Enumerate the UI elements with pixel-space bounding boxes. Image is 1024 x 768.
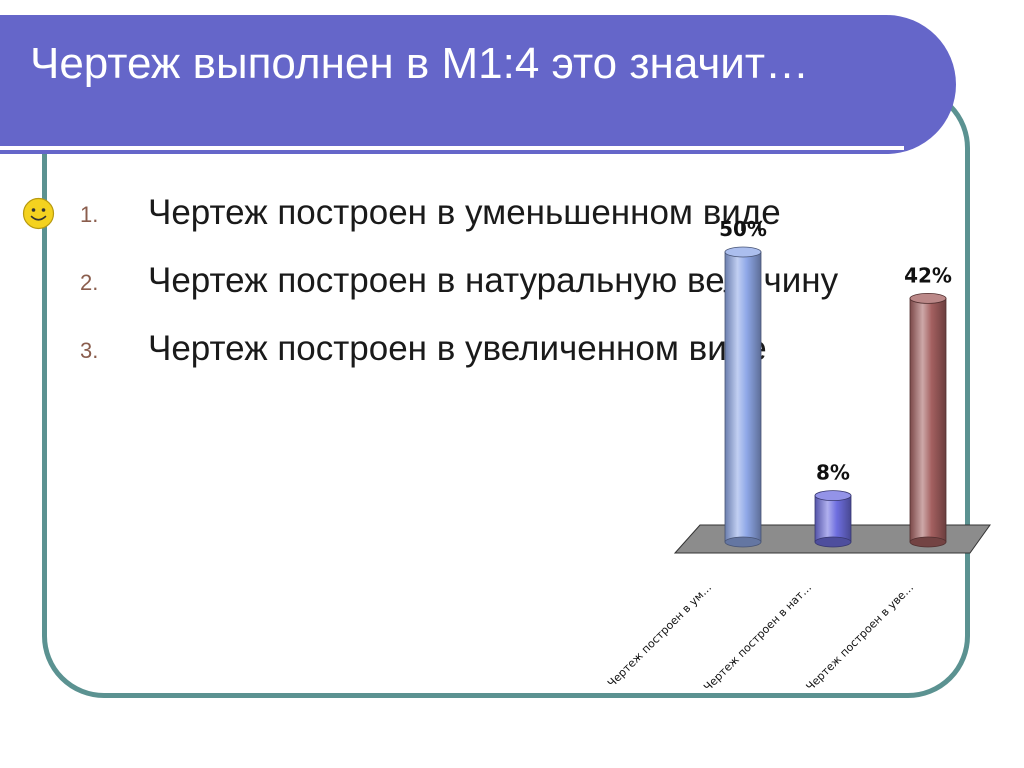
answer-item-1[interactable]: 1. Чертеж построен в уменьшенном виде: [80, 188, 880, 238]
bar-top: [724, 246, 762, 258]
answer-list: 1. Чертеж построен в уменьшенном виде 2.…: [80, 188, 880, 392]
slide-frame: [42, 86, 970, 698]
title-bar: Чертеж выполнен в М1:4 это значит…: [0, 15, 956, 154]
bar-top: [814, 490, 852, 502]
category-label: Чертеж построен в уве…: [804, 581, 917, 694]
title-underline: [0, 146, 904, 150]
bar-base: [909, 536, 947, 548]
smiley-face-icon: [22, 197, 55, 230]
bar: [814, 495, 852, 543]
bar: [724, 251, 762, 543]
data-label: 8%: [816, 461, 850, 485]
answer-item-2[interactable]: 2. Чертеж построен в натуральную величин…: [80, 256, 880, 306]
results-chart: 50%8%42%Чертеж построен в ум…Чертеж пост…: [605, 217, 991, 694]
data-label: 50%: [719, 217, 767, 241]
answer-number: 3.: [80, 338, 99, 363]
answer-text: Чертеж построен в уменьшенном виде: [148, 193, 781, 232]
answer-number: 2.: [80, 270, 99, 295]
bar-top: [909, 293, 947, 304]
bar-base: [724, 536, 762, 548]
answer-number: 1.: [80, 202, 99, 227]
answer-text: Чертеж построен в увеличенном виде: [148, 329, 767, 368]
answer-item-3[interactable]: 3. Чертеж построен в увеличенном виде: [80, 324, 880, 374]
category-label: Чертеж построен в нат…: [701, 581, 814, 694]
data-label: 42%: [904, 263, 952, 287]
bar-base: [814, 536, 852, 548]
slide-title: Чертеж выполнен в М1:4 это значит…: [30, 39, 810, 88]
answer-text: Чертеж построен в натуральную величину: [148, 261, 839, 300]
bar: [909, 298, 947, 543]
